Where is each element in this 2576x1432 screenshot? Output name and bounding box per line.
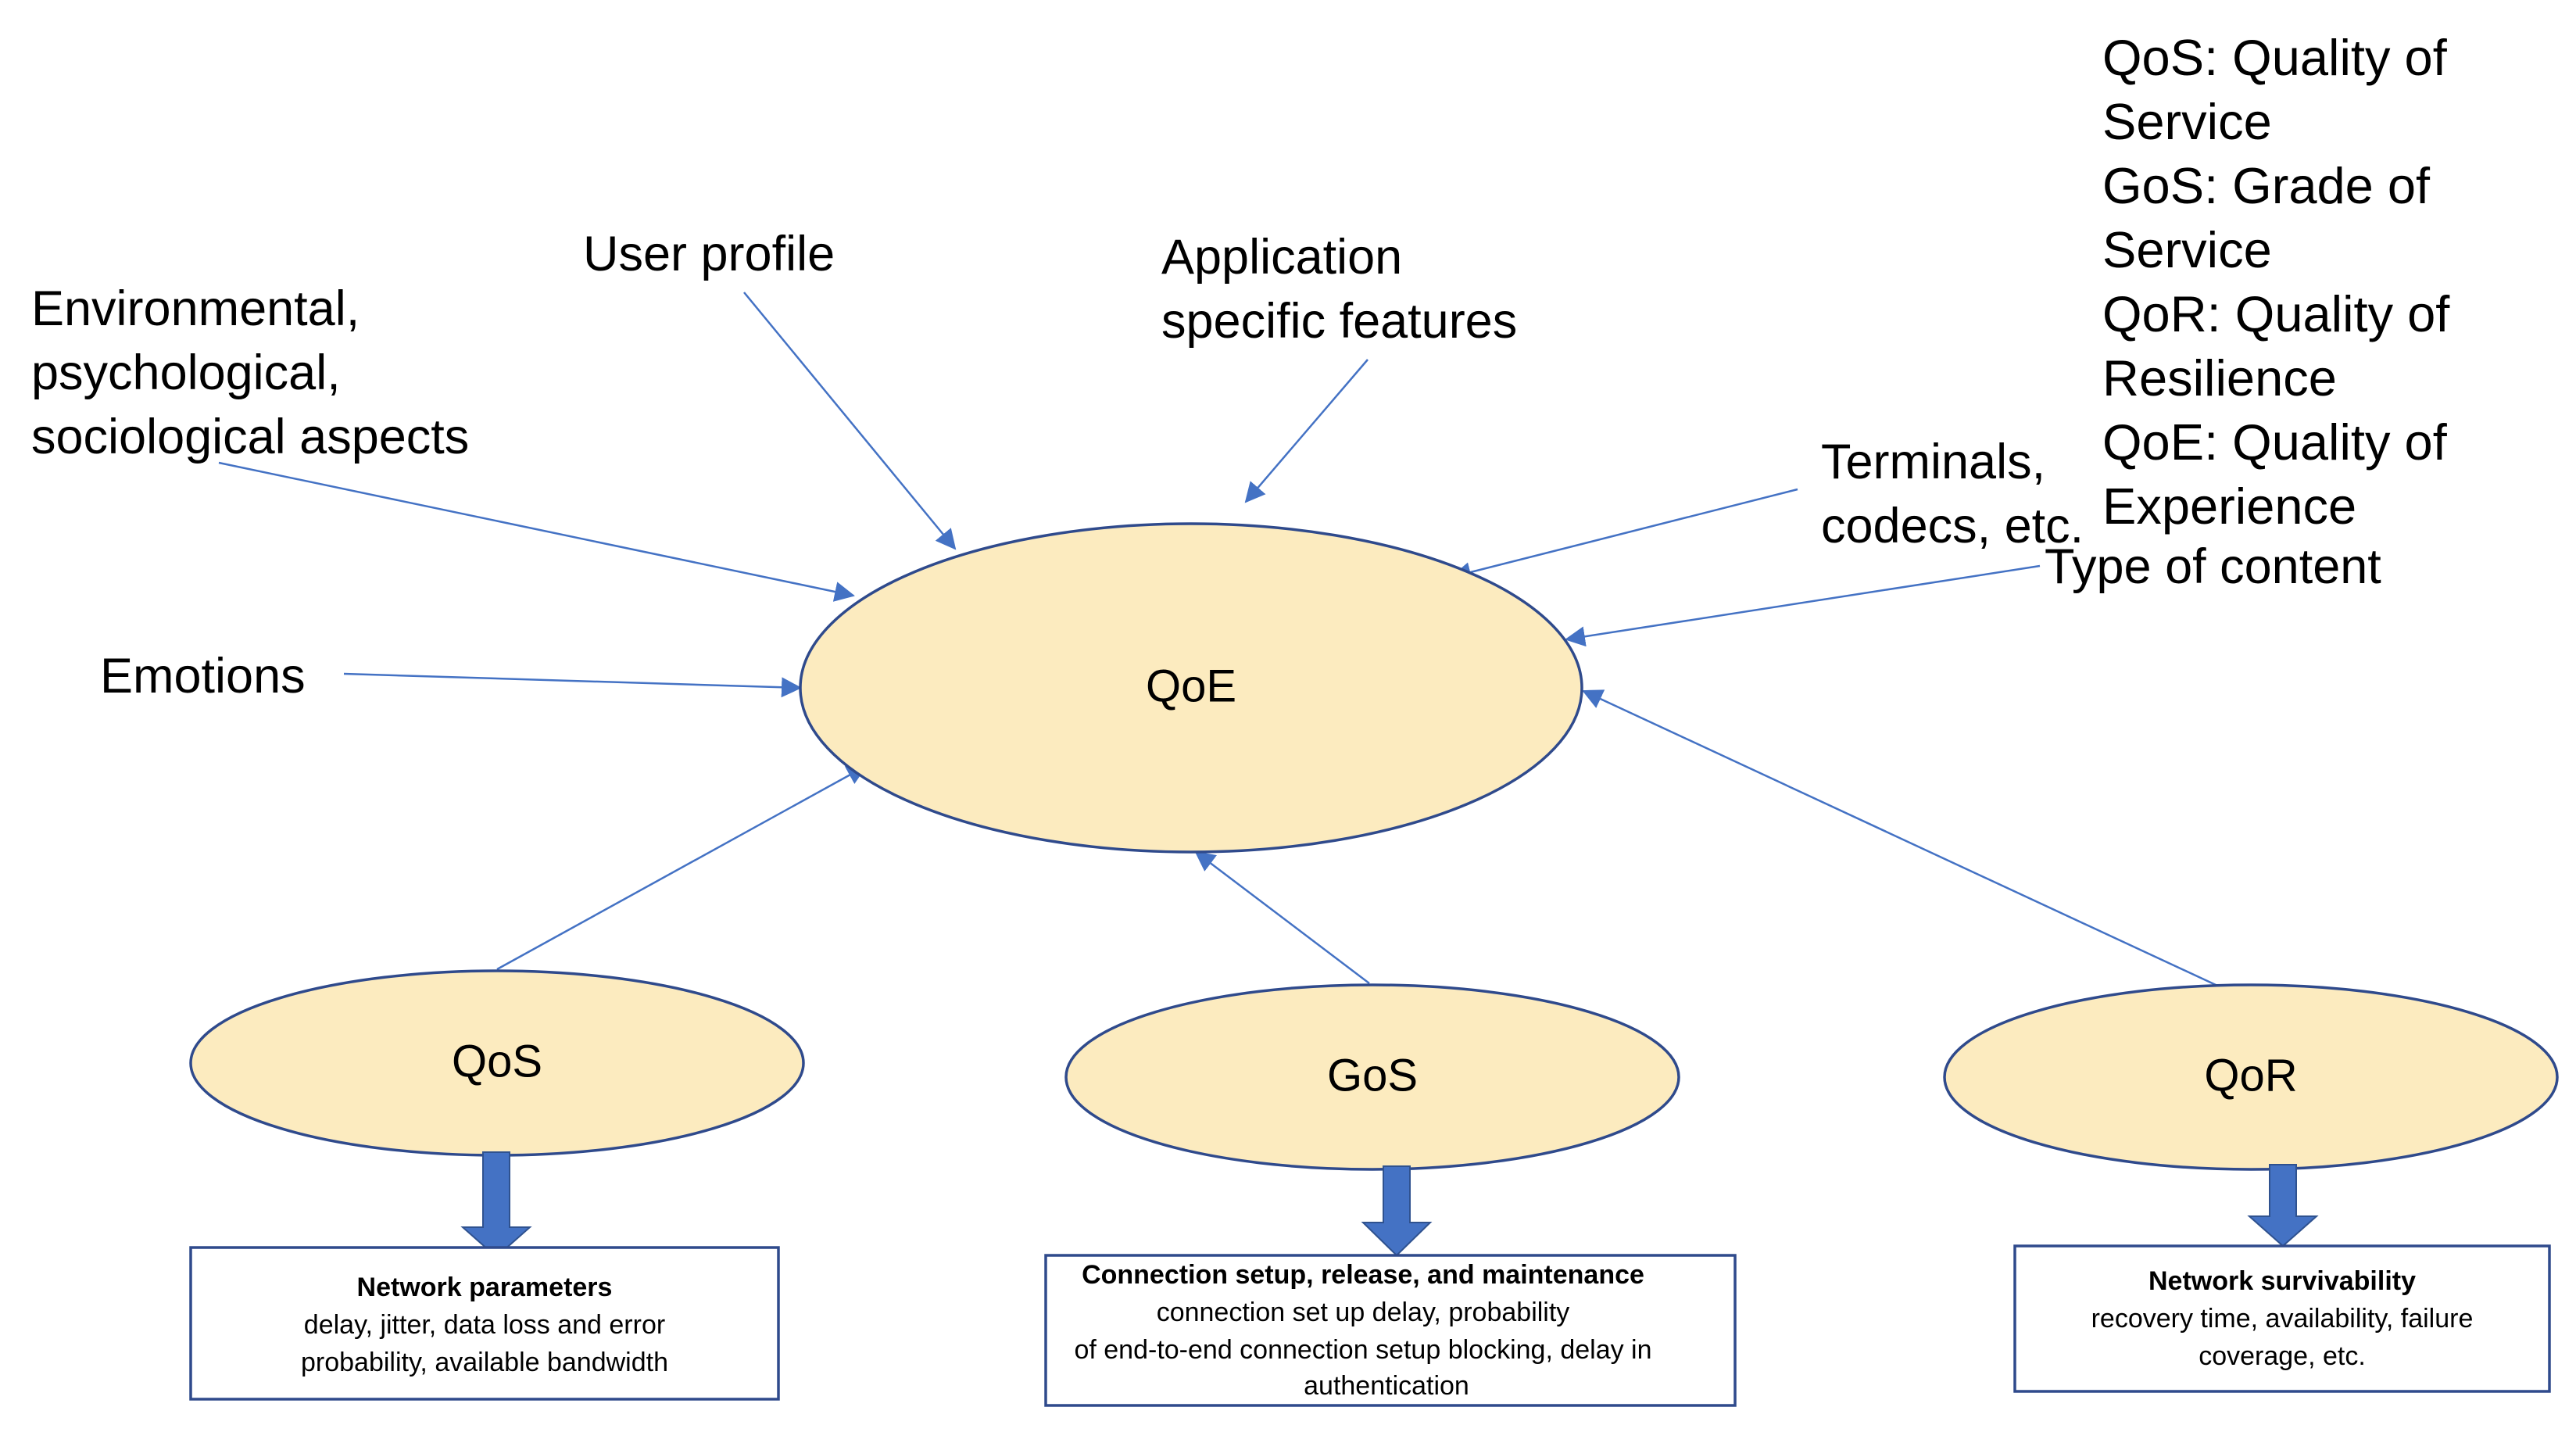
abbreviation-legend: QoS: Quality of Service GoS: Grade of Se… <box>2102 29 2450 535</box>
user-profile-connector <box>743 292 957 550</box>
factor-labels: Environmental, psychological, sociologic… <box>31 227 2381 703</box>
qor-connector <box>1582 689 2227 991</box>
qor-box: Network survivability recovery time, ava… <box>2013 1244 2551 1393</box>
connectors <box>218 292 2227 991</box>
environmental-label-3: sociological aspects <box>31 410 469 464</box>
terminals-label-1: Terminals, <box>1821 435 2045 489</box>
qos-box: Network parameters delay, jitter, data l… <box>189 1246 780 1401</box>
qos-box-line-1: delay, jitter, data loss and error <box>304 1310 665 1340</box>
gos-box-title: Connection setup, release, and maintenan… <box>1082 1260 1644 1290</box>
qos-down-arrow <box>460 1151 532 1258</box>
gos-label: GoS <box>1327 1050 1418 1101</box>
gos-box-line-2: of end-to-end connection setup blocking,… <box>1074 1335 1651 1365</box>
qoe-ellipse <box>799 522 1583 854</box>
qoe-node: QoE <box>799 522 1583 854</box>
qoe-label: QoE <box>1146 661 1236 711</box>
terminals-label-2: codecs, etc. <box>1821 499 2084 553</box>
environmental-connector <box>218 461 855 602</box>
gos-box: Connection setup, release, and maintenan… <box>1044 1254 1737 1407</box>
qor-box-line-2: coverage, etc. <box>2199 1341 2366 1371</box>
qor-box-title: Network survivability <box>2148 1266 2416 1296</box>
legend-line-6: Resilience <box>2102 349 2337 406</box>
user-profile-label: User profile <box>583 227 835 281</box>
legend-line-8: Experience <box>2102 478 2356 535</box>
application-label-2: specific features <box>1161 294 1517 349</box>
qos-label: QoS <box>452 1036 542 1087</box>
qor-down-arrow <box>2247 1164 2319 1248</box>
content-label: Type of content <box>2045 539 2381 594</box>
environmental-label-1: Environmental, <box>31 281 360 336</box>
legend-line-7: QoE: Quality of <box>2102 413 2448 471</box>
qos-connector <box>496 764 868 971</box>
gos-ellipse <box>1064 983 1680 1171</box>
gos-down-arrow <box>1361 1165 1433 1257</box>
legend-line-1: QoS: Quality of <box>2102 29 2448 86</box>
emotions-connector <box>343 672 802 698</box>
gos-connector <box>1194 850 1370 984</box>
application-connector <box>1244 359 1368 503</box>
environmental-label-2: psychological, <box>31 345 341 400</box>
content-connector <box>1565 564 2041 647</box>
qos-box-title: Network parameters <box>357 1273 613 1302</box>
application-label-1: Application <box>1161 230 1402 285</box>
qor-box-line-1: recovery time, availability, failure <box>2091 1304 2474 1334</box>
gos-node: GoS <box>1064 983 1680 1171</box>
legend-line-5: QoR: Quality of <box>2102 285 2450 342</box>
terminals-connector <box>1451 488 1798 582</box>
legend-line-4: Service <box>2102 221 2272 278</box>
emotions-label: Emotions <box>100 649 306 703</box>
qos-box-line-2: probability, available bandwidth <box>301 1348 668 1377</box>
gos-box-line-1: connection set up delay, probability <box>1157 1298 1570 1327</box>
qor-node: QoR <box>1943 983 2559 1171</box>
legend-line-3: GoS: Grade of <box>2102 157 2431 214</box>
gos-box-line-3: authentication <box>1304 1371 1469 1401</box>
gos-box-frame <box>1044 1254 1737 1407</box>
block-arrows <box>460 1151 2319 1258</box>
qos-node: QoS <box>189 969 805 1157</box>
qos-box-frame <box>189 1246 780 1401</box>
qor-box-frame <box>2013 1244 2551 1393</box>
qor-ellipse <box>1943 983 2559 1171</box>
legend-line-2: Service <box>2102 93 2272 150</box>
qor-label: QoR <box>2204 1050 2297 1101</box>
